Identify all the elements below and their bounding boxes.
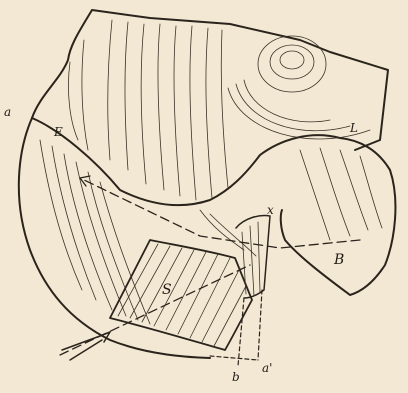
label-e: E bbox=[53, 125, 63, 139]
label-s: S bbox=[162, 282, 172, 298]
label-a: a bbox=[4, 105, 11, 119]
label-x: x bbox=[267, 203, 274, 217]
label-l: L bbox=[349, 121, 358, 135]
label-b: B bbox=[333, 252, 344, 268]
label-b-lower: b bbox=[232, 370, 240, 384]
label-a-prime: a' bbox=[262, 361, 272, 375]
